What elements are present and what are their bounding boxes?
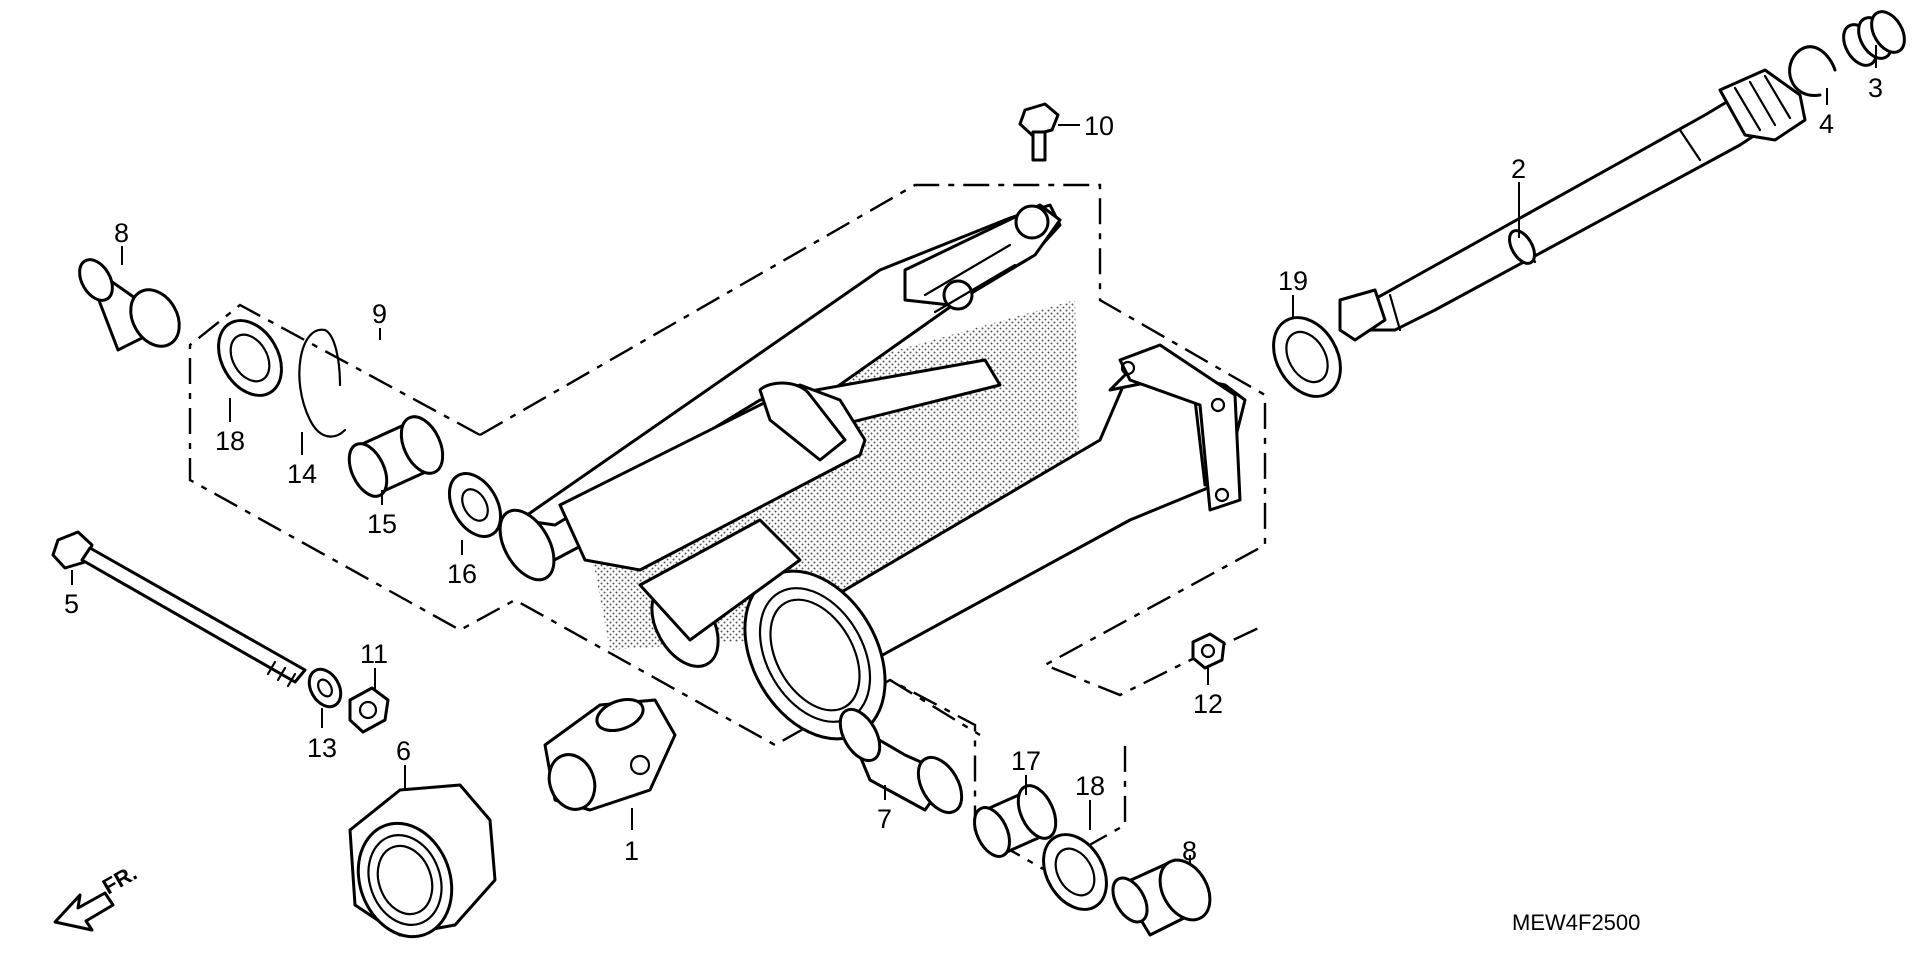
callout-12: 12 — [1193, 689, 1223, 719]
callout-17: 17 — [1011, 746, 1041, 776]
callout-6: 6 — [396, 736, 411, 766]
washer-part-13 — [307, 667, 343, 709]
callout-8-bottom: 8 — [1182, 836, 1197, 866]
callout-5: 5 — [64, 589, 79, 619]
callout-15: 15 — [367, 509, 397, 539]
callout-18-top: 18 — [215, 426, 245, 456]
washer-part-18-top — [217, 319, 283, 397]
callout-13: 13 — [307, 733, 337, 763]
needle-bearing-part-15 — [347, 415, 445, 498]
callout-3: 3 — [1868, 73, 1883, 103]
callout-2: 2 — [1511, 154, 1526, 184]
callout-10: 10 — [1084, 111, 1114, 141]
spring-part — [1842, 10, 1906, 67]
swingarm-body — [498, 203, 1247, 741]
circlip-part-14 — [298, 328, 347, 438]
callout-1: 1 — [624, 836, 639, 866]
universal-joint-part-1 — [543, 697, 677, 812]
callout-7: 7 — [877, 804, 892, 834]
pivot-bolt-part-5 — [51, 530, 307, 688]
callout-labels: 1 2 3 4 5 6 7 8 8 9 10 11 12 13 14 15 16… — [64, 73, 1883, 866]
drawing-code: MEW4F2500 — [1512, 910, 1640, 935]
washer-part-18-bottom — [1042, 833, 1108, 911]
collar-part-8-top — [78, 258, 181, 352]
ball-bearing-part-16 — [447, 472, 503, 538]
callout-11: 11 — [360, 639, 388, 669]
needle-bearing-part-17 — [973, 784, 1058, 858]
drive-shaft — [1338, 68, 1807, 342]
nut-part-11 — [348, 686, 390, 734]
front-direction-arrow-icon: FR. — [53, 860, 141, 932]
nut-part-12 — [1191, 632, 1226, 670]
callout-16: 16 — [447, 559, 477, 589]
collar-part-7 — [838, 707, 964, 814]
callout-18-bottom: 18 — [1075, 771, 1105, 801]
leader-lines — [71, 45, 1877, 865]
collar-part-8-bottom — [1111, 858, 1212, 937]
callout-19: 19 — [1278, 266, 1308, 296]
bolt-part-10 — [1018, 102, 1060, 162]
callout-4: 4 — [1819, 109, 1834, 139]
callout-9: 9 — [372, 299, 387, 329]
final-gear-case-part-6 — [348, 783, 497, 939]
oil-seal-part — [1272, 316, 1342, 398]
circlip-part — [1788, 45, 1837, 97]
callout-8-top: 8 — [114, 218, 129, 248]
callout-14: 14 — [287, 459, 317, 489]
